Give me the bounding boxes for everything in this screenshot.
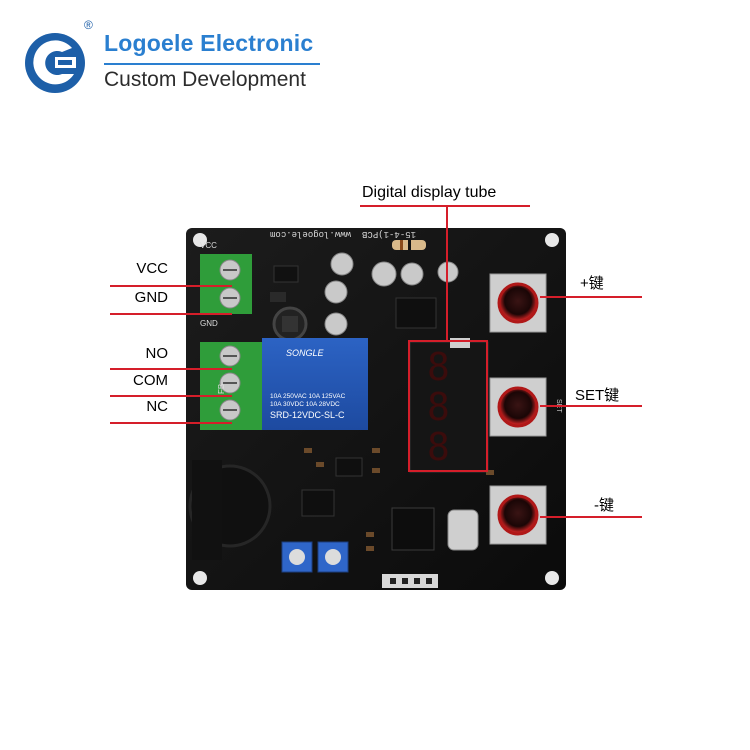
callout-no: NO — [145, 345, 169, 362]
callout-line-display — [360, 205, 530, 207]
callout-line-com — [110, 395, 232, 397]
capacitor — [324, 280, 348, 304]
callout-display: Digital display tube — [362, 184, 497, 201]
capacitor — [324, 312, 348, 336]
seven-segment-display — [409, 341, 489, 473]
callout-nc: NC — [146, 398, 168, 415]
callout-line-minus — [540, 516, 642, 518]
callout-minus-key: -键 — [594, 497, 614, 514]
display-digit: 8 — [427, 425, 450, 469]
crystal — [447, 509, 479, 551]
capacitor — [400, 262, 424, 286]
silk-url: www.logoele.com — [270, 229, 351, 239]
callout-leader-display — [446, 205, 448, 341]
ic-chip — [273, 265, 299, 283]
mount-hole — [545, 571, 559, 585]
mount-hole — [545, 233, 559, 247]
regulator — [395, 297, 437, 329]
relay-model: SRD-12VDC-SL-C — [270, 410, 345, 420]
relay — [262, 338, 368, 430]
callout-plus-key: +键 — [580, 275, 604, 292]
display-digit: 8 — [427, 385, 450, 429]
relay-rating-2: 10A 30VDC 10A 28VDC — [270, 401, 340, 408]
trimmer-pot — [281, 541, 313, 573]
callout-line-nc — [110, 422, 232, 424]
callout-line-gnd — [110, 313, 232, 315]
callout-line-set — [540, 405, 642, 407]
brand-tagline: Custom Development — [104, 68, 306, 91]
mount-hole — [193, 571, 207, 585]
mount-hole — [193, 233, 207, 247]
callout-line-vcc — [110, 285, 232, 287]
silk-fb: FB — [217, 384, 226, 394]
silk-vcc: VCC — [200, 241, 217, 250]
registered-mark: ® — [84, 18, 93, 32]
capacitor — [437, 261, 459, 283]
capacitor — [371, 261, 397, 287]
capacitor — [330, 252, 354, 276]
callout-set-key: SET键 — [575, 387, 620, 404]
callout-line-plus — [540, 296, 642, 298]
controller-board-image: www.logoele.com 15-4-1)PCB GND VCC FB SO… — [186, 228, 566, 590]
silk-pcb: 15-4-1)PCB — [361, 229, 416, 239]
mcu-chip — [391, 507, 435, 551]
ic-chip — [301, 489, 335, 517]
callout-line-no — [110, 368, 232, 370]
display-digit: 8 — [427, 345, 450, 389]
callout-gnd: GND — [134, 289, 168, 306]
callout-vcc: VCC — [136, 260, 168, 277]
relay-brand: SONGLE — [286, 348, 325, 358]
silk-gnd: GND — [200, 319, 218, 328]
relay-rating-1: 10A 250VAC 10A 125VAC — [270, 393, 346, 400]
brand-name: Logoele Electronic — [104, 30, 314, 56]
display-highlight-box — [408, 340, 488, 472]
callout-com: COM — [133, 372, 168, 389]
pin-header — [382, 574, 438, 588]
logo-mark-icon — [25, 33, 85, 93]
brand-divider — [104, 63, 320, 65]
